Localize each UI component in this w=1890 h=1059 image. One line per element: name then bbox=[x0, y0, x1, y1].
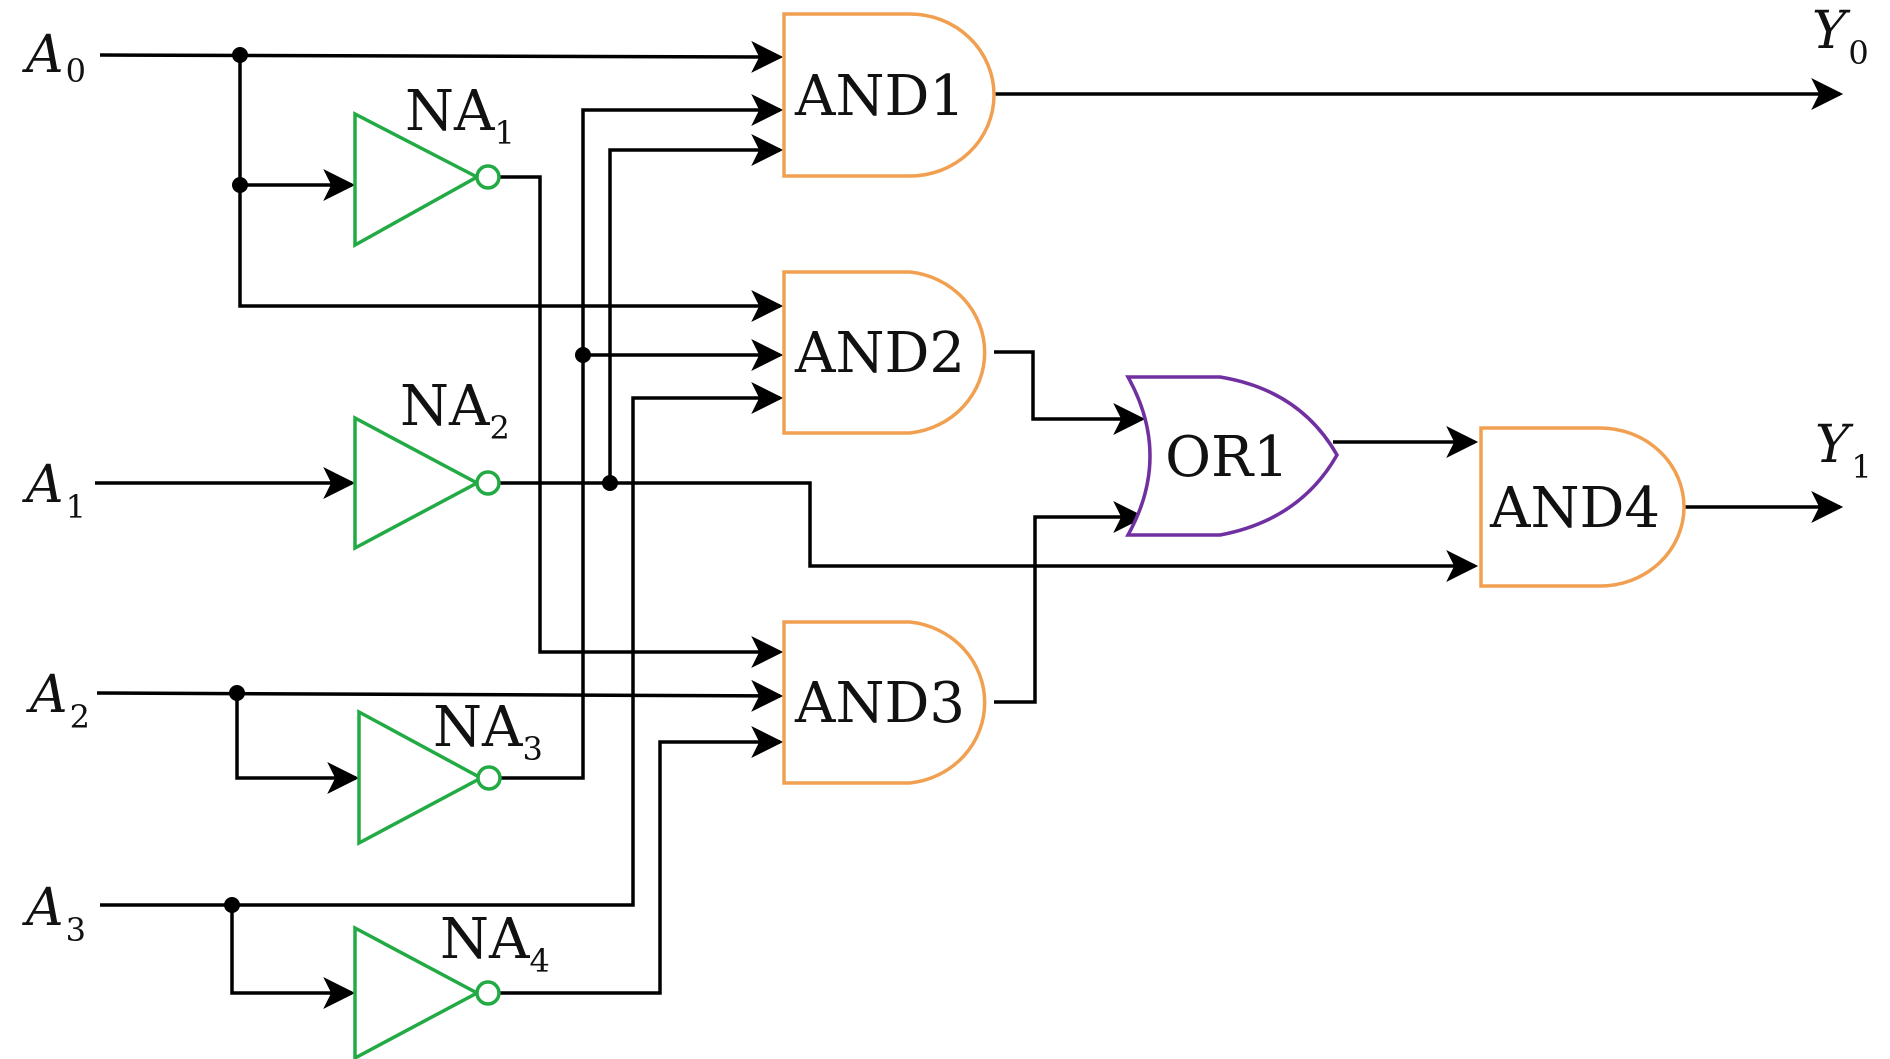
not-gate-label: NA4 bbox=[440, 907, 550, 980]
and-gate-label: AND3 bbox=[794, 671, 965, 736]
wires bbox=[95, 40, 1844, 1009]
not-gate-label-main: NA bbox=[440, 907, 530, 972]
wire-na3-and1 bbox=[500, 94, 784, 780]
junction-dots bbox=[224, 47, 618, 913]
not-gate-label: NA2 bbox=[400, 374, 510, 447]
wire-na4-and3 bbox=[500, 726, 784, 995]
wire-a0-branch bbox=[238, 55, 784, 322]
or-gate-or1 bbox=[1125, 375, 1340, 537]
wire-and3-or1 bbox=[994, 501, 1146, 704]
output-label-main: Y bbox=[1812, 1, 1851, 61]
junction-dot bbox=[229, 685, 245, 701]
input-label-sub: 3 bbox=[66, 911, 86, 949]
and-gate-label: AND2 bbox=[794, 321, 965, 386]
not-gate-label: NA1 bbox=[405, 79, 515, 152]
output-label-sub: 1 bbox=[1851, 448, 1871, 486]
not-gates bbox=[353, 111, 502, 1059]
not-gate-label-sub: 3 bbox=[522, 730, 542, 768]
not-gate-na3 bbox=[357, 709, 502, 846]
not-gate-na1 bbox=[353, 111, 501, 248]
input-label-sub: 0 bbox=[66, 52, 86, 90]
wire-and2-or1 bbox=[994, 350, 1146, 435]
wire-a0-and1 bbox=[99, 40, 784, 73]
not-gate-na4 bbox=[353, 925, 501, 1059]
input-label-sub: 2 bbox=[70, 698, 90, 736]
junction-dot bbox=[232, 47, 248, 63]
input-label-a3: A3 bbox=[22, 878, 86, 949]
junction-dot bbox=[575, 347, 591, 363]
input-label-sub: 1 bbox=[66, 488, 86, 526]
input-label-a1: A1 bbox=[22, 455, 86, 526]
input-label-main: A bbox=[26, 665, 68, 725]
junction-dot bbox=[232, 177, 248, 193]
and-gate-and3 bbox=[782, 620, 987, 785]
not-gate-label-main: NA bbox=[405, 79, 495, 144]
input-label-main: A bbox=[22, 455, 64, 515]
not-gate-label-sub: 1 bbox=[494, 114, 514, 152]
or-gates bbox=[1125, 375, 1340, 537]
and-gates bbox=[782, 12, 1686, 785]
output-labels: Y0 Y1 bbox=[1812, 1, 1872, 486]
not-gate-label-sub: 2 bbox=[489, 409, 509, 447]
wire-a2-na3 bbox=[235, 693, 360, 794]
wire-a3-and2 bbox=[100, 382, 784, 907]
input-label-a0: A0 bbox=[22, 25, 86, 90]
junction-dot bbox=[224, 897, 240, 913]
gate-labels: AND1 AND2 AND3 AND4 OR1 bbox=[794, 64, 1660, 736]
output-label-main: Y bbox=[1815, 415, 1854, 475]
wire-a2-and3 bbox=[96, 679, 784, 712]
output-label-y1: Y1 bbox=[1815, 415, 1872, 486]
wire-na1-and3 bbox=[500, 175, 784, 668]
input-label-main: A bbox=[22, 25, 64, 85]
not-gate-label: NA3 bbox=[433, 695, 543, 768]
input-labels: A0 A1 A2 A3 bbox=[22, 25, 90, 949]
and-gate-and4 bbox=[1479, 426, 1686, 588]
and-gate-label: AND4 bbox=[1489, 476, 1660, 541]
and-gate-and1 bbox=[782, 12, 996, 178]
not-gate-label-main: NA bbox=[433, 695, 523, 760]
not-gate-na2 bbox=[353, 415, 501, 551]
and-gate-label: AND1 bbox=[794, 64, 965, 129]
wire-na2-and4 bbox=[500, 481, 1479, 582]
and-gate-and2 bbox=[782, 270, 987, 435]
junction-dot bbox=[602, 475, 618, 491]
wire-na2-and1 bbox=[608, 134, 784, 483]
not-gate-labels: NA1 NA2 NA3 NA4 bbox=[400, 79, 550, 980]
input-label-main: A bbox=[22, 878, 64, 938]
wire-a3-na4 bbox=[230, 905, 356, 1009]
not-gate-label-main: NA bbox=[400, 374, 490, 439]
or-gate-label: OR1 bbox=[1165, 425, 1289, 490]
output-label-sub: 0 bbox=[1848, 34, 1868, 72]
output-label-y0: Y0 bbox=[1812, 1, 1869, 72]
input-label-a2: A2 bbox=[26, 665, 90, 736]
not-gate-label-sub: 4 bbox=[529, 942, 549, 980]
